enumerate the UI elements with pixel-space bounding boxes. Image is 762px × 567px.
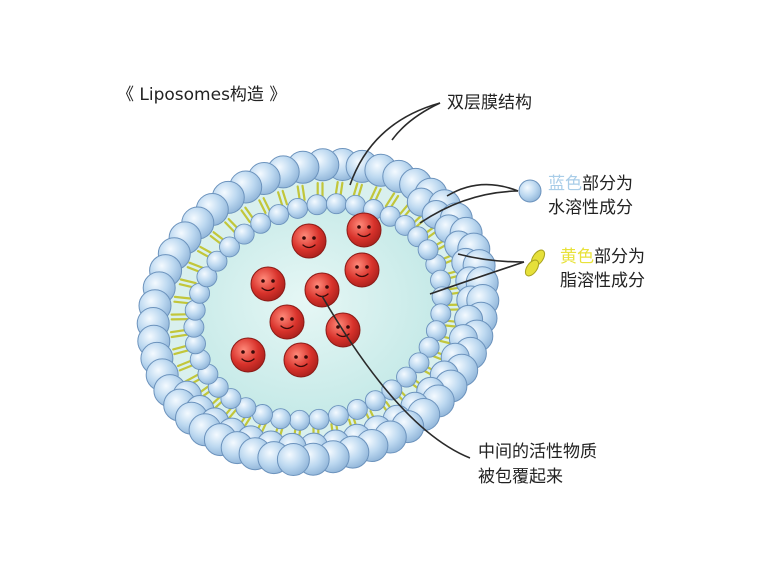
inner-head [347,399,367,419]
red-sphere [251,267,285,301]
eye [271,279,275,283]
blue-part-label: 蓝色部分为 [548,173,633,195]
eye [346,325,350,329]
eye [367,225,371,229]
blue-sphere-icon [519,180,541,202]
blue-rest: 部分为 [582,174,633,194]
active-substance-sphere [231,338,265,372]
outer-head [277,444,309,476]
liposome-body [137,149,499,476]
eye [315,285,319,289]
leader-line [447,185,518,196]
red-sphere [347,213,381,247]
diagram-title: 《 Liposomes构造 》 [117,84,286,106]
inner-head [307,195,327,215]
yellow-part-label: 黄色部分为 [560,246,645,268]
inner-head [365,391,385,411]
red-sphere [345,253,379,287]
eye [304,355,308,359]
active-substance-sphere [284,343,318,377]
eye [280,317,284,321]
eye [357,225,361,229]
active-substance-sphere [347,213,381,247]
inner-head [326,194,346,214]
eye [365,265,369,269]
eye [261,279,265,283]
eye [294,355,298,359]
red-sphere [292,224,326,258]
active-substance-label: 中间的活性物质 [478,441,597,463]
red-sphere [270,305,304,339]
active-substance-label-line2: 被包覆起来 [478,466,563,488]
active-substance-sphere [292,224,326,258]
yellow-rest: 部分为 [594,247,645,267]
active-substance-sphere [345,253,379,287]
eye [251,350,255,354]
inner-head [309,409,329,429]
inner-head [269,205,289,225]
yellow-lipid-tail-icon [523,248,548,278]
inner-head [288,198,308,218]
inner-head [345,195,365,215]
inner-head [271,409,291,429]
active-substance-sphere [305,273,339,307]
red-sphere [231,338,265,372]
blue-part-label-line2: 水溶性成分 [548,197,633,219]
inner-head [290,410,310,430]
active-substance-sphere [251,267,285,301]
legend-icons [519,180,547,278]
red-sphere [284,343,318,377]
eye [241,350,245,354]
inner-head [418,240,438,260]
bilayer-label: 双层膜结构 [447,92,532,114]
yellow-word: 黄色 [560,247,594,267]
inner-head [328,406,348,426]
yellow-part-label-line2: 脂溶性成分 [560,270,645,292]
inner-head [251,213,271,233]
eye [290,317,294,321]
blue-word: 蓝色 [548,174,582,194]
eye [325,285,329,289]
eye [355,265,359,269]
active-substance-sphere [270,305,304,339]
red-sphere [305,273,339,307]
eye [312,236,316,240]
eye [302,236,306,240]
